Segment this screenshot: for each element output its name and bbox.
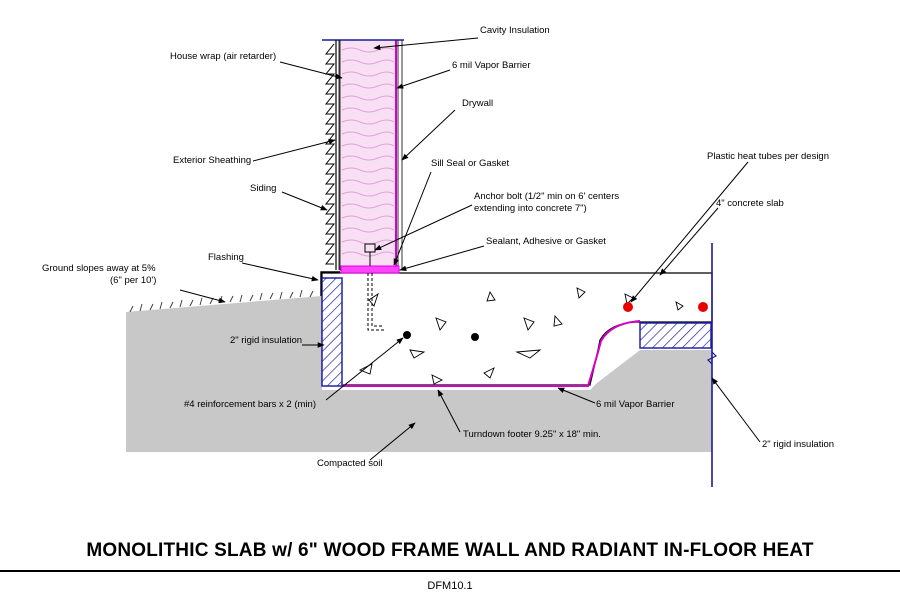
- label-drywall: Drywall: [462, 98, 493, 109]
- heat-tube-2: [698, 302, 708, 312]
- label-flashing: Flashing: [208, 252, 244, 263]
- sill-plate: [340, 265, 400, 274]
- drywall: [397, 39, 403, 271]
- label-vapor-barrier-wall: 6 mil Vapor Barrier: [452, 60, 531, 71]
- label-cavity-insulation: Cavity Insulation: [480, 25, 550, 36]
- label-reinforcement: #4 reinforcement bars x 2 (min): [184, 399, 316, 410]
- label-sealant: Sealant, Adhesive or Gasket: [486, 236, 606, 247]
- title-underline: [0, 570, 900, 572]
- label-exterior-sheathing: Exterior Sheathing: [173, 155, 251, 166]
- leader-lines: [179, 37, 761, 461]
- label-compacted-soil: Compacted soil: [317, 458, 382, 469]
- cavity-insulation: [339, 39, 397, 271]
- label-turndown-footer: Turndown footer 9.25" x 18" min.: [463, 429, 601, 440]
- insulation-squiggles: [341, 47, 395, 257]
- grass-texture: [129, 289, 314, 313]
- drawing-code: DFM10.1: [427, 580, 473, 592]
- rebar-2: [471, 333, 479, 341]
- label-siding: Siding: [250, 183, 276, 194]
- label-sill-seal: Sill Seal or Gasket: [431, 158, 510, 169]
- anchor-bolt: [364, 243, 384, 331]
- slab-vapor-barrier: [343, 320, 641, 387]
- label-concrete-slab: 4" concrete slab: [716, 198, 784, 209]
- label-rigid-insulation-left: 2" rigid insulation: [230, 335, 302, 346]
- rebar-1: [403, 331, 411, 339]
- flashing: [320, 271, 340, 296]
- label-anchor-bolt-2: extending into concrete 7"): [474, 203, 587, 214]
- concrete-aggregate: [358, 287, 684, 385]
- boundary-break: [706, 351, 718, 365]
- label-heat-tubes: Plastic heat tubes per design: [707, 151, 829, 162]
- label-ground-slopes-2: (6" per 10'): [110, 275, 156, 286]
- label-house-wrap: House wrap (air retarder): [170, 51, 276, 62]
- siding: [324, 43, 336, 265]
- drawing-title: MONOLITHIC SLAB w/ 6" WOOD FRAME WALL AN…: [86, 540, 814, 561]
- label-anchor-bolt-1: Anchor bolt (1/2" min on 6' centers: [474, 191, 619, 202]
- label-vapor-barrier-slab: 6 mil Vapor Barrier: [596, 399, 675, 410]
- compacted-soil: [126, 296, 712, 452]
- label-rigid-insulation-right: 2" rigid insulation: [762, 439, 834, 450]
- label-ground-slopes-1: Ground slopes away at 5%: [42, 263, 156, 274]
- rigid-insulation-left: [321, 277, 343, 387]
- rigid-insulation-right: [639, 322, 712, 349]
- heat-tube-1: [623, 302, 633, 312]
